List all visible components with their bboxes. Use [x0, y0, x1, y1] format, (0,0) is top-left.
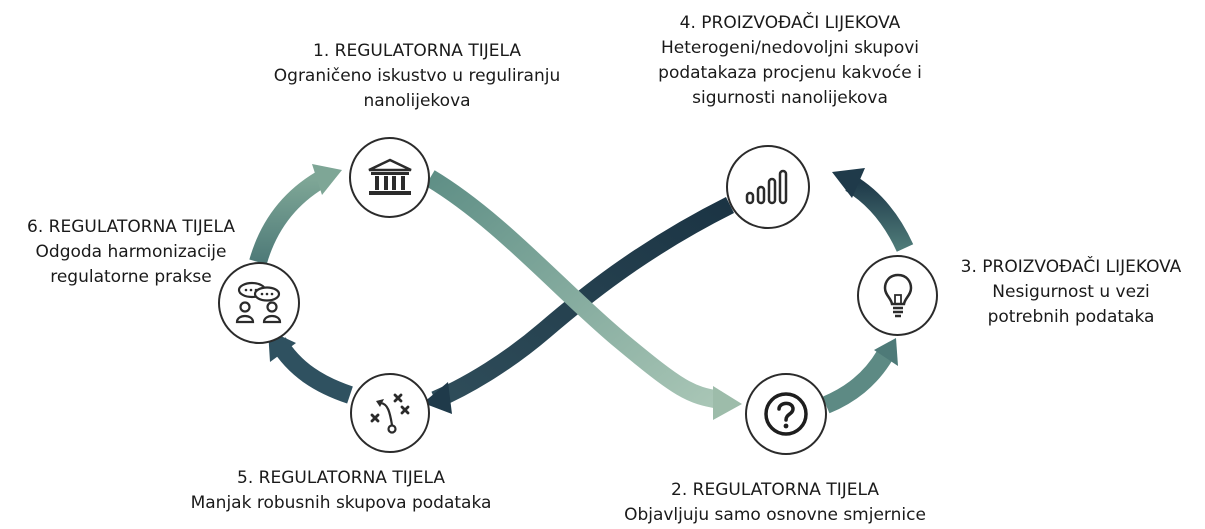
arrow-band-5-to-6: [270, 337, 353, 404]
step-3-line-1: Nesigurnost u vezi: [992, 282, 1150, 302]
step-6-line-1: Odgoda harmonizacije: [35, 242, 227, 262]
arrowhead-2: [713, 386, 742, 420]
arrowhead-3: [874, 338, 898, 366]
node-3: [857, 255, 938, 336]
bar-chart-icon: [745, 169, 788, 205]
node-4: [726, 145, 810, 229]
step-5-title: REGULATORNA TIJELA: [258, 468, 445, 488]
node-2: [745, 373, 827, 455]
arrow-band-3-to-4: [845, 175, 914, 252]
lightbulb-icon: [883, 273, 912, 317]
step-5-number: 5.: [237, 468, 254, 488]
step-2-label: 2. REGULATORNA TIJELA Objavljuju samo os…: [605, 478, 945, 528]
step-4-line-3: sigurnosti nanolijekova: [692, 88, 888, 108]
step-6-number: 6.: [27, 217, 44, 237]
arrowhead-4: [832, 168, 865, 198]
node-1: [349, 137, 430, 218]
arrowhead-5: [423, 382, 452, 414]
arrow-band-1-to-2: [425, 170, 722, 409]
step-4-title: PROIZVOĐAČI LIJEKOVA: [701, 13, 901, 33]
step-4-line-1: Heterogeni/nedovoljni skupovi: [660, 38, 920, 58]
arrow-band-4-to-5: [431, 196, 735, 409]
step-3-line-2: potrebnih podataka: [987, 307, 1155, 327]
node-5: [350, 373, 430, 453]
discussion-icon: [235, 281, 282, 324]
strategy-icon: [370, 393, 410, 434]
institution-icon: [367, 158, 412, 195]
node-6: [218, 262, 300, 344]
step-5-line-1: Manjak robusnih skupova podataka: [190, 493, 492, 513]
step-5-label: 5. REGULATORNA TIJELA Manjak robusnih sk…: [176, 466, 506, 516]
step-2-number: 2.: [671, 480, 688, 500]
step-2-title: REGULATORNA TIJELA: [692, 480, 879, 500]
question-mark-icon: [764, 392, 808, 436]
step-1-label: 1. REGULATORNA TIJELA Ograničeno iskustv…: [262, 39, 572, 114]
step-6-title: REGULATORNA TIJELA: [48, 217, 235, 237]
step-4-number: 4.: [679, 13, 696, 33]
arrowhead-1: [312, 164, 342, 195]
step-1-line-1: Ograničeno iskustvo u reguliranju: [273, 66, 561, 86]
step-6-line-2: regulatorne prakse: [50, 267, 212, 287]
step-4-label: 4. PROIZVOĐAČI LIJEKOVA Heterogeni/nedov…: [625, 11, 955, 111]
step-1-line-2: nanolijekova: [363, 91, 471, 111]
step-1-title: REGULATORNA TIJELA: [334, 41, 521, 61]
step-3-number: 3.: [960, 257, 977, 277]
step-2-line-1: Objavljuju samo osnovne smjernice: [624, 505, 926, 525]
step-4-line-2: podatakaza procjenu kakvoće i: [658, 63, 922, 83]
step-1-number: 1.: [313, 41, 330, 61]
step-3-label: 3. PROIZVOĐAČI LIJEKOVA Nesigurnost u ve…: [940, 255, 1202, 330]
step-3-title: PROIZVOĐAČI LIJEKOVA: [982, 257, 1182, 277]
step-6-label: 6. REGULATORNA TIJELA Odgoda harmonizaci…: [0, 215, 262, 290]
arrow-band-6-to-1: [249, 172, 325, 265]
arrow-band-2-to-3: [822, 350, 893, 414]
